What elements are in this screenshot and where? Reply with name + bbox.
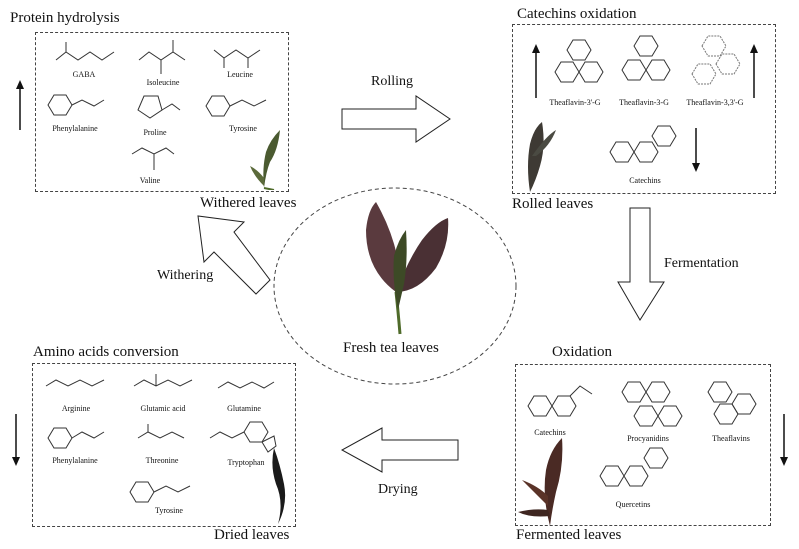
- compound-isoleucine: Isoleucine: [146, 78, 180, 87]
- compound-theaflavin-3-g: Theaflavin-3-G: [619, 98, 669, 107]
- tyrosine-structure: [205, 95, 267, 117]
- down-trend-arrow-catechins: [692, 128, 700, 172]
- fresh-tea-leaves-circle: [273, 187, 517, 385]
- fermented-leaves-label: Fermented leaves: [516, 527, 622, 543]
- catechins-oxidation-title: Catechins oxidation: [517, 6, 637, 22]
- up-trend-arrow-right: [750, 44, 758, 98]
- rolled-leaves-image: [528, 122, 556, 192]
- theaflavins-structure: [707, 381, 757, 425]
- catechins-structure-bottom: [527, 385, 593, 417]
- rolled-leaves-label: Rolled leaves: [512, 196, 594, 212]
- compound-glutamic-acid: Glutamic acid: [140, 404, 186, 413]
- fermentation-arrow: [617, 207, 665, 321]
- up-trend-arrow-left: [532, 44, 540, 98]
- proline-structure: [137, 95, 181, 119]
- glutamine-structure: [217, 381, 275, 389]
- phenylalanine-structure-2: [47, 427, 105, 449]
- dried-leaves-label: Dried leaves: [214, 527, 290, 543]
- catechins-structure-top: [609, 125, 677, 163]
- leucine-structure: [213, 49, 261, 68]
- tyrosine-structure-2: [129, 481, 191, 503]
- compound-tyrosine-2: Tyrosine: [155, 506, 183, 515]
- valine-structure: [131, 147, 175, 170]
- theaflavin-3-g-structure: [621, 35, 671, 81]
- down-trend-arrow-amino: [12, 414, 20, 466]
- compound-phenylalanine: Phenylalanine: [52, 124, 98, 133]
- theaflavin-3-3-prime-g-structure: [691, 35, 741, 85]
- compound-theaflavin-3-3-prime-g: Theaflavin-3,3'-G: [686, 98, 744, 107]
- amino-acids-conversion-panel: [32, 363, 296, 527]
- quercetins-structure: [599, 447, 669, 487]
- compound-catechins-bottom: Catechins: [534, 428, 566, 437]
- down-trend-arrow-oxidation: [780, 414, 788, 466]
- compound-procyanidins: Procyanidins: [627, 434, 669, 443]
- phenylalanine-structure: [47, 94, 105, 116]
- amino-acids-conversion-title: Amino acids conversion: [33, 344, 179, 360]
- withered-leaves-image: [250, 130, 280, 190]
- protein-hydrolysis-panel: [35, 32, 289, 192]
- compound-gaba: GABA: [72, 70, 96, 79]
- dried-leaves-image: [272, 448, 286, 524]
- fresh-tea-leaves-image: [366, 202, 449, 335]
- protein-hydrolysis-title: Protein hydrolysis: [10, 10, 120, 26]
- compound-theaflavin-3-prime-g: Theaflavin-3'-G: [549, 98, 601, 107]
- compound-tryptophan: Tryptophan: [227, 458, 265, 467]
- oxidation-title: Oxidation: [552, 344, 612, 360]
- compound-proline: Proline: [143, 128, 167, 137]
- compound-catechins-top: Catechins: [629, 176, 661, 185]
- compound-arginine: Arginine: [61, 404, 91, 413]
- theaflavin-3-prime-g-structure: [554, 39, 604, 83]
- drying-label: Drying: [378, 482, 418, 497]
- withered-leaves-label: Withered leaves: [200, 195, 297, 211]
- fermentation-label: Fermentation: [664, 256, 739, 271]
- withering-label: Withering: [157, 268, 214, 283]
- compound-tyrosine: Tyrosine: [229, 124, 257, 133]
- catechins-oxidation-panel: [512, 24, 776, 194]
- compound-theaflavins: Theaflavins: [712, 434, 750, 443]
- compound-valine: Valine: [139, 176, 161, 185]
- up-trend-arrow: [16, 80, 24, 130]
- compound-phenylalanine-2: Phenylalanine: [52, 456, 98, 465]
- withering-arrow: [197, 215, 271, 295]
- isoleucine-structure: [138, 40, 186, 74]
- fermented-leaves-image: [518, 438, 563, 526]
- compound-threonine: Threonine: [145, 456, 179, 465]
- compound-glutamine: Glutamine: [227, 404, 261, 413]
- drying-arrow: [340, 427, 459, 473]
- oxidation-panel: [515, 364, 771, 526]
- threonine-structure: [137, 424, 185, 439]
- rolling-label: Rolling: [371, 74, 414, 89]
- tryptophan-structure: [209, 421, 277, 453]
- procyanidins-structure: [621, 381, 683, 427]
- compound-quercetins: Quercetins: [615, 500, 651, 509]
- gaba-structure: [55, 42, 115, 61]
- rolling-arrow: [341, 95, 451, 143]
- fresh-tea-leaves-label: Fresh tea leaves: [343, 340, 439, 356]
- glutamic-acid-structure: [133, 374, 193, 387]
- compound-leucine: Leucine: [227, 70, 253, 79]
- arginine-structure: [45, 379, 105, 387]
